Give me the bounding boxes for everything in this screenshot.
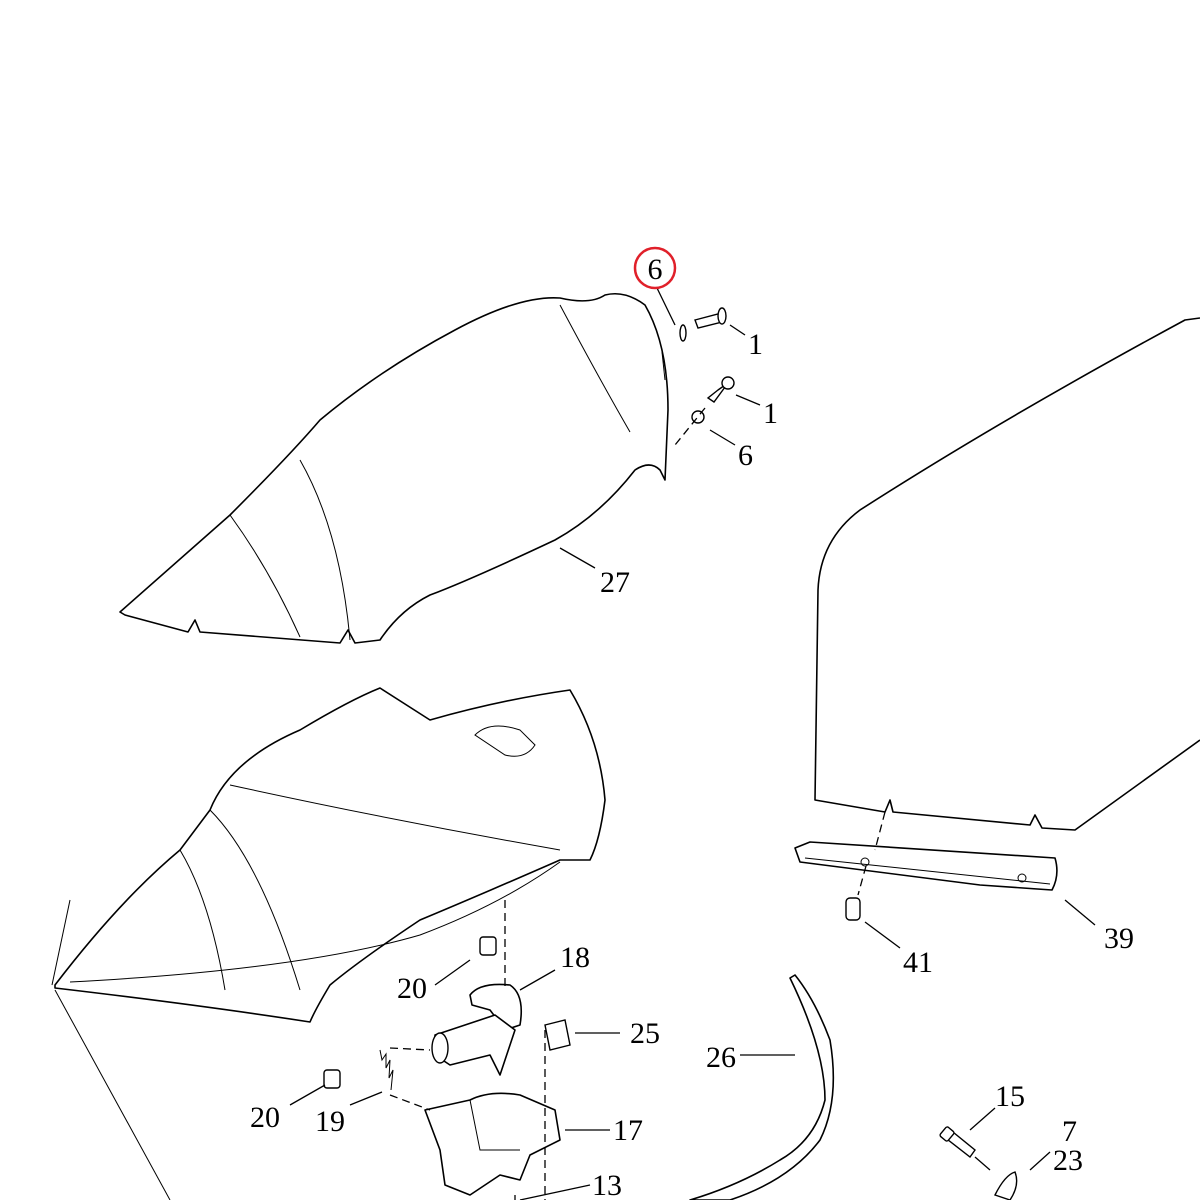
callout-20[interactable]: 20 xyxy=(250,1101,280,1134)
screw-part-1-top[interactable] xyxy=(694,307,727,329)
callout-1[interactable]: 1 xyxy=(748,328,763,361)
callout-41[interactable]: 41 xyxy=(903,946,933,979)
nut-part-25[interactable] xyxy=(544,1019,571,1051)
callout-7[interactable]: 7 xyxy=(1062,1115,1077,1148)
callout-20[interactable]: 20 xyxy=(397,972,427,1005)
windshield-outer-panel[interactable] xyxy=(814,317,1200,831)
callout-1[interactable]: 1 xyxy=(763,397,778,430)
latch-cylinder-part[interactable] xyxy=(431,1014,516,1076)
screw-part-1-mid[interactable] xyxy=(706,376,735,403)
callout-27[interactable]: 27 xyxy=(600,566,630,599)
callout-15[interactable]: 15 xyxy=(995,1080,1025,1113)
latch-handle-part-18[interactable] xyxy=(469,983,523,1031)
trim-strip-part-39[interactable] xyxy=(794,811,1058,896)
clip-part-20-lower[interactable] xyxy=(323,1069,341,1089)
callout-17[interactable]: 17 xyxy=(613,1114,643,1147)
bolt-part-15[interactable] xyxy=(939,1126,976,1159)
callout-6-highlighted[interactable]: 6 xyxy=(648,253,663,286)
callout-26[interactable]: 26 xyxy=(706,1041,736,1074)
windshield-part-27[interactable] xyxy=(119,292,669,644)
spring-part-19[interactable] xyxy=(379,1049,394,1091)
leader-lines xyxy=(289,287,1096,1200)
callout-39[interactable]: 39 xyxy=(1104,922,1134,955)
callout-23[interactable]: 23 xyxy=(1053,1144,1083,1177)
fastener-part-7-23[interactable] xyxy=(994,1171,1018,1200)
latch-bracket-part-17[interactable] xyxy=(424,1092,561,1196)
callout-25[interactable]: 25 xyxy=(630,1017,660,1050)
highlight-circle xyxy=(633,246,677,290)
clip-part-20-upper[interactable] xyxy=(479,936,497,956)
callout-18[interactable]: 18 xyxy=(560,941,590,974)
bracket-part-26[interactable] xyxy=(689,974,835,1200)
callout-19[interactable]: 19 xyxy=(315,1105,345,1138)
callout-13[interactable]: 13 xyxy=(592,1169,622,1200)
screw-part-41[interactable] xyxy=(845,897,861,921)
callout-6[interactable]: 6 xyxy=(738,439,753,472)
fairing-part[interactable] xyxy=(51,687,606,1200)
washer-part-6-top[interactable] xyxy=(679,324,687,342)
